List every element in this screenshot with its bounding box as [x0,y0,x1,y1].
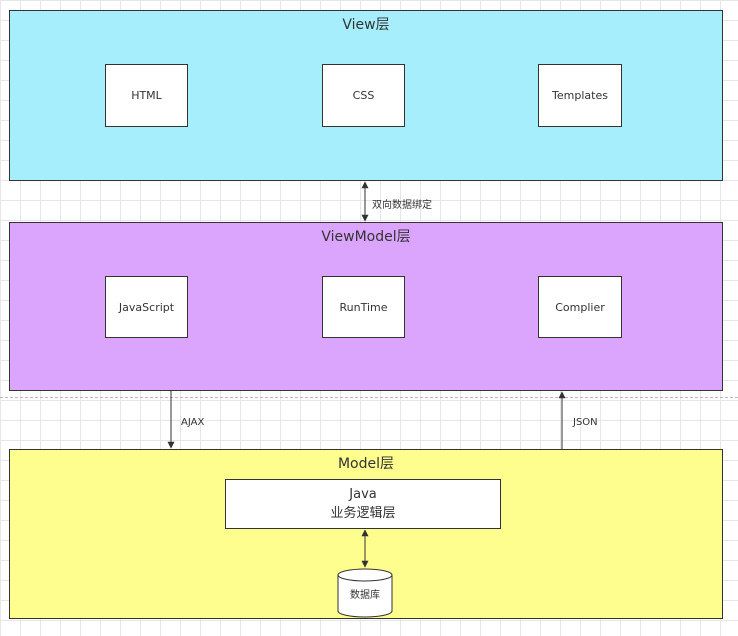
view-layer-title: View层 [342,17,390,33]
runtime-box[interactable]: RunTime [322,276,405,338]
model-layer-title: Model层 [337,456,395,472]
viewmodel-layer-title: ViewModel层 [321,229,411,245]
ajax-label: AJAX [181,417,205,428]
java-business-logic-box[interactable]: Java 业务逻辑层 [225,479,501,529]
database-label: 数据库 [350,590,380,601]
complier-box[interactable]: Complier [538,276,622,338]
css-box[interactable]: CSS [322,64,405,127]
json-label: JSON [573,417,598,428]
java-box-line1: Java [349,487,377,502]
binding-label: 双向数据绑定 [372,200,432,211]
html-box[interactable]: HTML [105,64,188,127]
templates-box[interactable]: Templates [538,64,622,127]
java-box-line2: 业务逻辑层 [330,506,396,521]
grid-dashed-guide [0,397,738,398]
javascript-box[interactable]: JavaScript [105,276,188,338]
